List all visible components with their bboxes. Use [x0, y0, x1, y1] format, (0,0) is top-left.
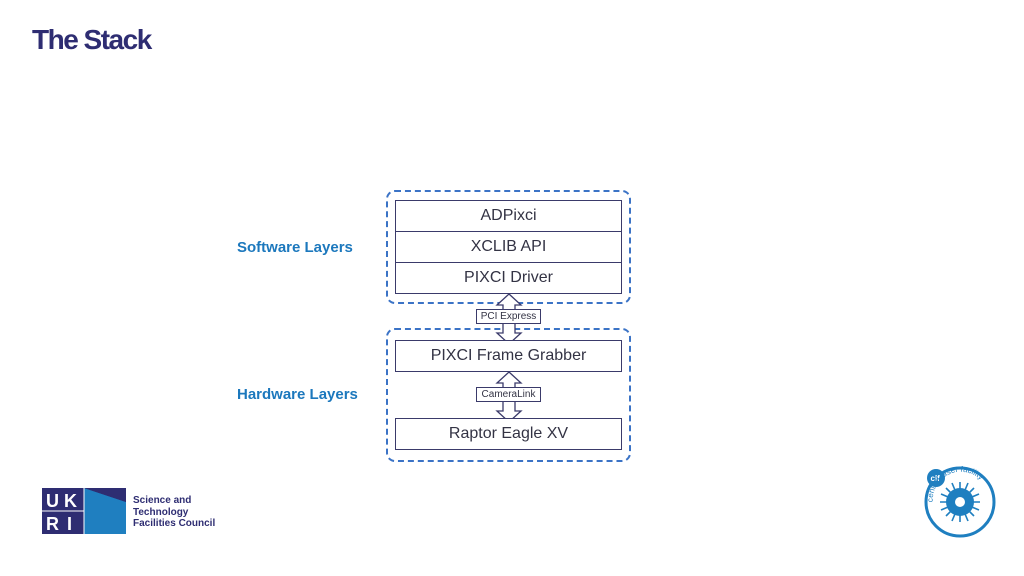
- layer-box-adpixci: ADPixci: [395, 200, 622, 232]
- layer-box-xclib-api: XCLIB API: [395, 231, 622, 263]
- stfc-line: Science and: [133, 495, 192, 506]
- clf-abbrev-text: clf: [931, 474, 941, 483]
- layer-box-pixci-frame-grabber: PIXCI Frame Grabber: [395, 340, 622, 372]
- svg-text:U: U: [46, 491, 59, 511]
- slide-title: The Stack: [32, 24, 152, 55]
- cameralink-label: CameraLink: [476, 387, 541, 402]
- pci-express-label: PCI Express: [476, 309, 541, 324]
- ukri-logo: U K R I: [42, 488, 126, 534]
- stfc-line: Technology: [133, 506, 189, 518]
- stfc-line: Facilities Council: [133, 518, 216, 529]
- software-layers-label: Software Layers: [237, 239, 353, 256]
- layer-box-pixci-driver: PIXCI Driver: [395, 262, 622, 294]
- svg-text:K: K: [64, 491, 77, 511]
- layer-box-raptor-eagle-xv: Raptor Eagle XV: [395, 418, 622, 450]
- stfc-wordmark: Science and Technology Facilities Counci…: [133, 495, 215, 530]
- svg-text:I: I: [67, 514, 72, 534]
- clf-logo: clf central laser facility: [924, 465, 996, 538]
- svg-text:R: R: [46, 514, 59, 534]
- hardware-layers-label: Hardware Layers: [237, 386, 358, 403]
